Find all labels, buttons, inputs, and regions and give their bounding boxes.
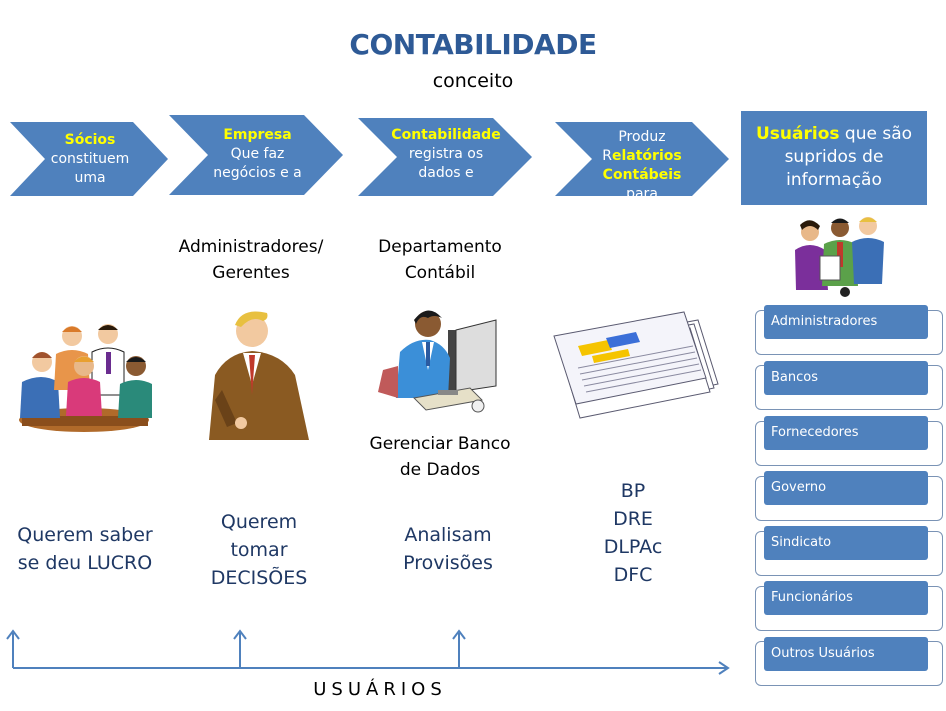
user-item-administradores[interactable]: Administradores — [764, 305, 928, 339]
usuarios-footer: USUÁRIOS — [313, 679, 447, 700]
chevron-contabilidade — [358, 118, 532, 196]
user-item-outros-usuarios[interactable]: Outros Usuários — [764, 637, 928, 671]
report-dfc: DFC — [613, 564, 653, 586]
user-item-sindicato[interactable]: Sindicato — [764, 526, 928, 560]
users-arrow-lines — [6, 629, 730, 675]
page-title: CONTABILIDADE — [349, 28, 597, 61]
reports-list: BP DRE DLPAc DFC — [573, 477, 693, 589]
chevron-socios — [10, 122, 168, 196]
report-dre: DRE — [613, 508, 653, 530]
chevron-socios-text: Sócios constituem uma — [50, 132, 130, 186]
page-subtitle: conceito — [432, 70, 514, 92]
user-item-funcionarios[interactable]: Funcionários — [764, 581, 928, 615]
report-bp: BP — [620, 480, 646, 502]
meeting-clipart-icon — [19, 324, 152, 432]
businessman-clipart-icon — [209, 311, 309, 440]
report-dlpac: DLPAc — [603, 536, 663, 558]
chevron-empresa-text: Empresa Que faz negócios e a — [213, 127, 302, 181]
reports-stack-icon — [553, 311, 719, 419]
chevron-relatorios — [555, 122, 729, 196]
chevron-relatorios-text: Produz Relatórios Contábeis para — [602, 129, 682, 202]
chevron-empresa — [169, 115, 343, 195]
chevron-contabilidade-text: Contabilidade registra os dados e — [391, 127, 501, 181]
user-item-governo[interactable]: Governo — [764, 471, 928, 505]
admin-gerentes-label: Administradores/Gerentes — [178, 237, 324, 283]
user-item-bancos[interactable]: Bancos — [764, 361, 928, 395]
business-team-clipart-icon — [795, 217, 884, 297]
user-item-fornecedores[interactable]: Fornecedores — [764, 416, 928, 450]
accountant-clipart-icon — [378, 310, 497, 413]
users-box: Usuários que são supridos de informação — [741, 111, 927, 205]
